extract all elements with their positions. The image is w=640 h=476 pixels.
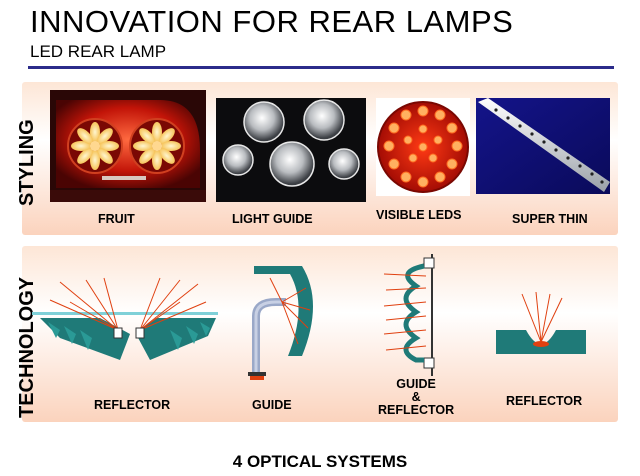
tech-caption-reflector: REFLECTOR — [94, 398, 171, 412]
styling-caption-super-thin: SUPER THIN — [512, 212, 588, 226]
guide-reflector-line-1: GUIDE — [396, 377, 436, 391]
reflector-diagram-2 — [492, 290, 590, 360]
tech-caption-guide-reflector: GUIDE & REFLECTOR — [378, 378, 454, 417]
styling-caption-light-guide: LIGHT GUIDE — [232, 212, 313, 226]
super-thin-image — [476, 98, 610, 194]
guide-reflector-line-2: & — [411, 390, 421, 404]
light-guide-image — [216, 98, 366, 202]
tech-caption-guide: GUIDE — [252, 398, 292, 412]
fruit-lamp-image — [50, 90, 206, 202]
styling-label: STYLING — [16, 119, 38, 206]
page-title: INNOVATION FOR REAR LAMPS — [30, 4, 514, 39]
guide-diagram — [236, 262, 328, 384]
guide-reflector-line-3: REFLECTOR — [378, 403, 455, 417]
reflector-diagram — [30, 272, 222, 368]
styling-caption-fruit: FRUIT — [98, 212, 135, 226]
title-rule — [28, 66, 614, 69]
footer-caption: 4 OPTICAL SYSTEMS — [232, 452, 408, 471]
styling-caption-visible-leds: VISIBLE LEDS — [376, 208, 462, 222]
tech-caption-reflector-2: REFLECTOR — [506, 394, 583, 408]
page-subtitle: LED REAR LAMP — [30, 42, 167, 61]
guide-reflector-diagram — [376, 254, 444, 376]
visible-leds-image — [376, 98, 470, 196]
